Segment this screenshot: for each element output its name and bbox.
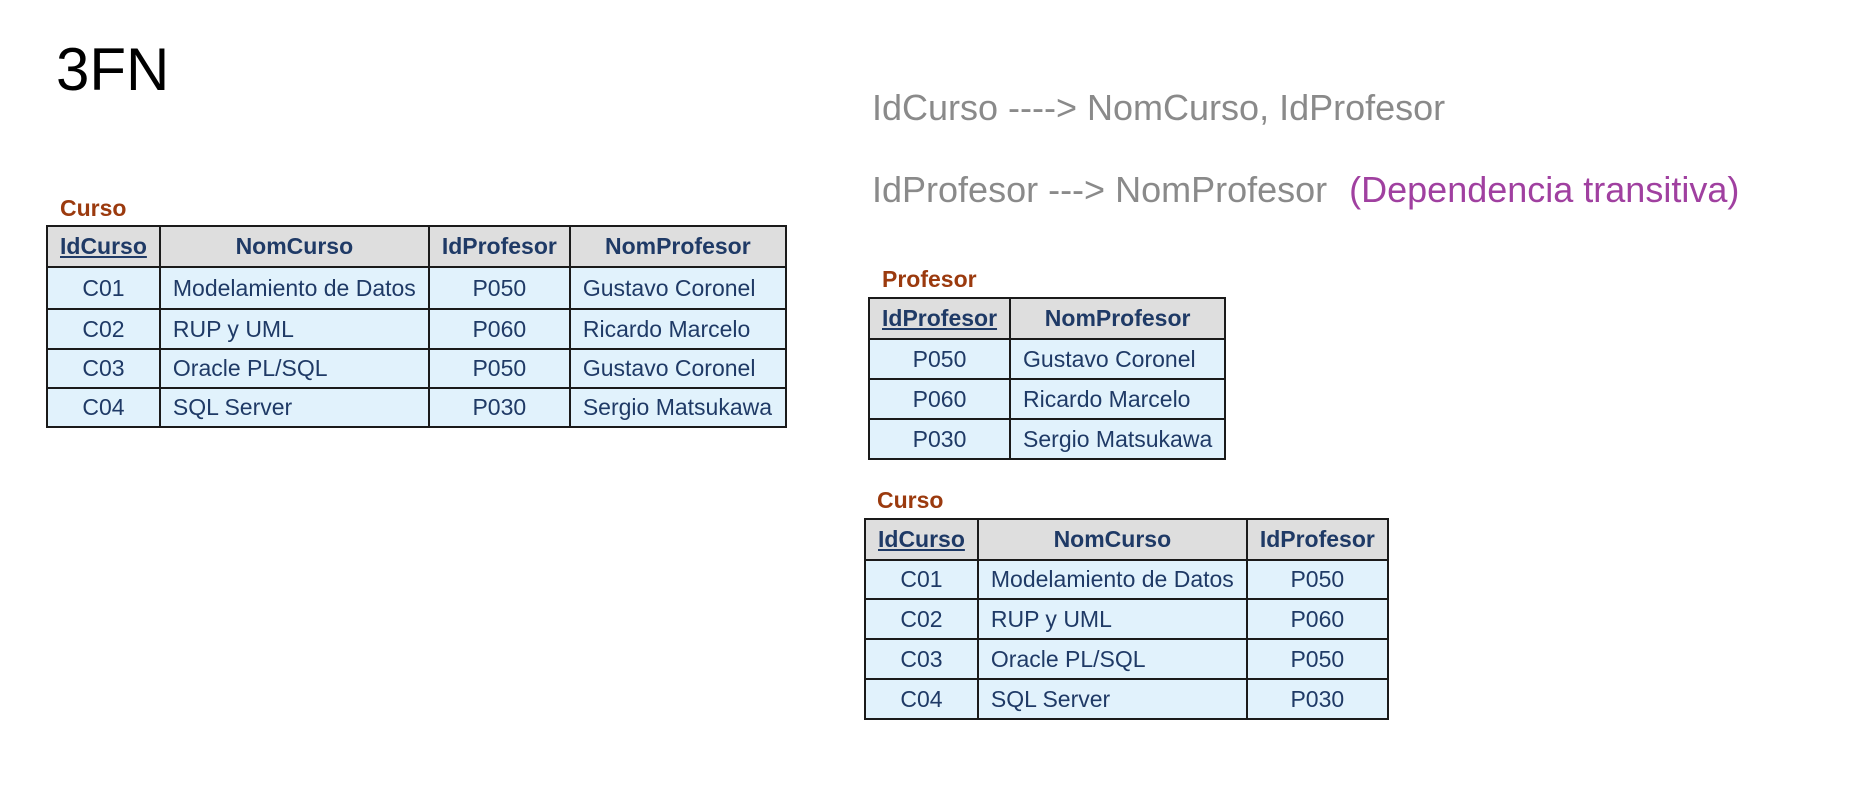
table-row: C04 SQL Server P030 bbox=[864, 678, 1389, 720]
table-cell: P030 bbox=[427, 387, 571, 428]
table-cell: P050 bbox=[1245, 638, 1389, 680]
table-cell: SQL Server bbox=[158, 387, 430, 428]
table-cell: P030 bbox=[1245, 678, 1389, 720]
profesor-table: IdProfesor NomProfesor P050 Gustavo Coro… bbox=[867, 297, 1227, 460]
table-cell: P060 bbox=[427, 308, 571, 350]
table-row: P030 Sergio Matsukawa bbox=[867, 418, 1227, 460]
table-cell: Sergio Matsukawa bbox=[568, 387, 787, 428]
table-row: C02 RUP y UML P060 Ricardo Marcelo bbox=[46, 308, 787, 350]
column-header-idcurso: IdCurso bbox=[46, 225, 161, 268]
column-header-idprofesor: IdProfesor bbox=[427, 225, 571, 268]
dependency-1: IdCurso ----> NomCurso, IdProfesor bbox=[872, 90, 1445, 126]
table-row: C04 SQL Server P030 Sergio Matsukawa bbox=[46, 387, 787, 428]
table-cell: SQL Server bbox=[976, 678, 1248, 720]
table-cell: C04 bbox=[864, 678, 979, 720]
table-cell: Modelamiento de Datos bbox=[976, 559, 1248, 600]
column-header-idprofesor: IdProfesor bbox=[1245, 518, 1389, 561]
table-cell: C02 bbox=[46, 308, 161, 350]
table-cell: C02 bbox=[864, 598, 979, 640]
table-cell: C01 bbox=[864, 559, 979, 600]
table-cell: Sergio Matsukawa bbox=[1009, 418, 1227, 460]
table-cell: P060 bbox=[867, 378, 1012, 420]
column-header-nomprofesor: NomProfesor bbox=[568, 225, 787, 268]
column-header-nomcurso: NomCurso bbox=[158, 225, 430, 268]
table-row: C01 Modelamiento de Datos P050 Gustavo C… bbox=[46, 266, 787, 310]
table-cell: P050 bbox=[427, 348, 571, 389]
table-cell: RUP y UML bbox=[976, 598, 1248, 640]
table-header-row: IdCurso NomCurso IdProfesor bbox=[864, 518, 1389, 561]
profesor-table-title: Profesor bbox=[882, 266, 977, 292]
table-cell: P030 bbox=[867, 418, 1012, 460]
table-row: C03 Oracle PL/SQL P050 bbox=[864, 638, 1389, 680]
table-cell: P050 bbox=[867, 338, 1012, 380]
table-cell: Gustavo Coronel bbox=[1009, 338, 1227, 380]
table-cell: C01 bbox=[46, 266, 161, 310]
column-header-nomprofesor: NomProfesor bbox=[1009, 297, 1227, 340]
table-row: P050 Gustavo Coronel bbox=[867, 338, 1227, 380]
dependency-1-text: IdCurso ----> NomCurso, IdProfesor bbox=[872, 87, 1446, 128]
curso-table-title: Curso bbox=[877, 487, 944, 513]
page-title: 3FN bbox=[56, 36, 170, 103]
table-cell: Oracle PL/SQL bbox=[158, 348, 430, 389]
table-row: C01 Modelamiento de Datos P050 bbox=[864, 559, 1389, 600]
table-cell: Oracle PL/SQL bbox=[976, 638, 1248, 680]
table-cell: Ricardo Marcelo bbox=[1009, 378, 1227, 420]
column-header-nomcurso: NomCurso bbox=[976, 518, 1248, 561]
curso-original-table: IdCurso NomCurso IdProfesor NomProfesor … bbox=[46, 225, 787, 428]
table-cell: C03 bbox=[46, 348, 161, 389]
table-cell: P050 bbox=[1245, 559, 1389, 600]
table-header-row: IdProfesor NomProfesor bbox=[867, 297, 1227, 340]
table-cell: Gustavo Coronel bbox=[568, 348, 787, 389]
table-cell: P050 bbox=[427, 266, 571, 310]
table-cell: Gustavo Coronel bbox=[568, 266, 787, 310]
table-header-row: IdCurso NomCurso IdProfesor NomProfesor bbox=[46, 225, 787, 268]
table-cell: C04 bbox=[46, 387, 161, 428]
dependency-2-note: (Dependencia transitiva) bbox=[1349, 169, 1740, 210]
curso-table: IdCurso NomCurso IdProfesor C01 Modelami… bbox=[864, 518, 1389, 720]
column-header-idcurso: IdCurso bbox=[864, 518, 979, 561]
table-cell: RUP y UML bbox=[158, 308, 430, 350]
table-cell: C03 bbox=[864, 638, 979, 680]
dependency-2-text: IdProfesor ---> NomProfesor bbox=[872, 169, 1328, 210]
table-cell: Modelamiento de Datos bbox=[158, 266, 430, 310]
table-row: C02 RUP y UML P060 bbox=[864, 598, 1389, 640]
table-row: C03 Oracle PL/SQL P050 Gustavo Coronel bbox=[46, 348, 787, 389]
table-cell: P060 bbox=[1245, 598, 1389, 640]
curso-original-table-title: Curso bbox=[60, 195, 127, 221]
column-header-idprofesor: IdProfesor bbox=[867, 297, 1012, 340]
dependency-2: IdProfesor ---> NomProfesor (Dependencia … bbox=[872, 172, 1739, 208]
table-row: P060 Ricardo Marcelo bbox=[867, 378, 1227, 420]
table-cell: Ricardo Marcelo bbox=[568, 308, 787, 350]
